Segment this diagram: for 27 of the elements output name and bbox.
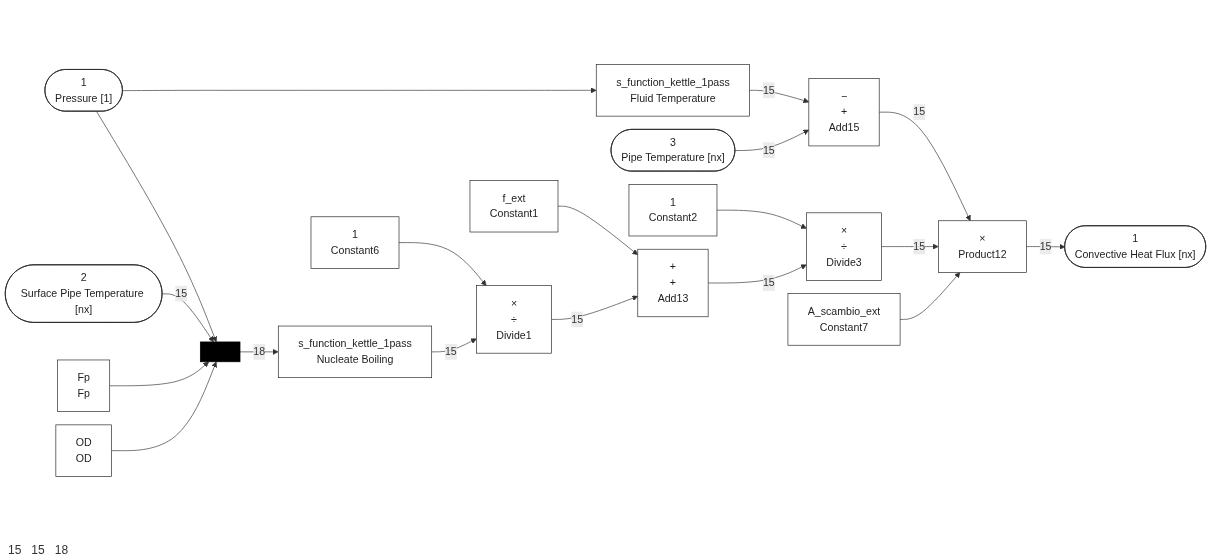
node-box: − + Add15	[808, 78, 880, 147]
node-box: × ÷ Divide3	[806, 212, 882, 281]
edge-label: 15	[762, 84, 775, 96]
node-box: OD OD	[55, 424, 112, 477]
node-box: 1 Constant6	[310, 216, 400, 269]
edge-label: 15	[571, 313, 584, 325]
node-box: s_function_kettle_1pass Nucleate Boiling	[277, 325, 433, 378]
edge-label: 15	[444, 345, 457, 358]
edge-label: 15	[913, 240, 926, 252]
node-box: A_scambio_ext Constant7	[787, 293, 901, 346]
node-box: + + Add13	[637, 248, 709, 318]
edge-label: 18	[253, 345, 266, 358]
node-box: s_function_kettle_1pass Fluid Temperature	[595, 64, 750, 117]
signal-width-label: 15	[8, 543, 22, 557]
node-box: Fp Fp	[57, 359, 111, 412]
node-box: 1 Constant2	[628, 184, 718, 237]
edge-label: 15	[913, 106, 926, 118]
edge-label: 15	[762, 144, 775, 156]
edge-label: 15	[175, 287, 188, 299]
edge-label: 15	[1039, 240, 1052, 252]
node-box: f_ext Constant1	[469, 180, 559, 233]
edge-label: 15	[762, 277, 775, 289]
signal-width-label: 18	[54, 543, 69, 557]
node-box: × ÷ Divide1	[476, 285, 552, 354]
signal-width-label: 15	[31, 543, 45, 557]
node-bar	[199, 341, 241, 363]
node-box: × Product12	[938, 220, 1027, 273]
